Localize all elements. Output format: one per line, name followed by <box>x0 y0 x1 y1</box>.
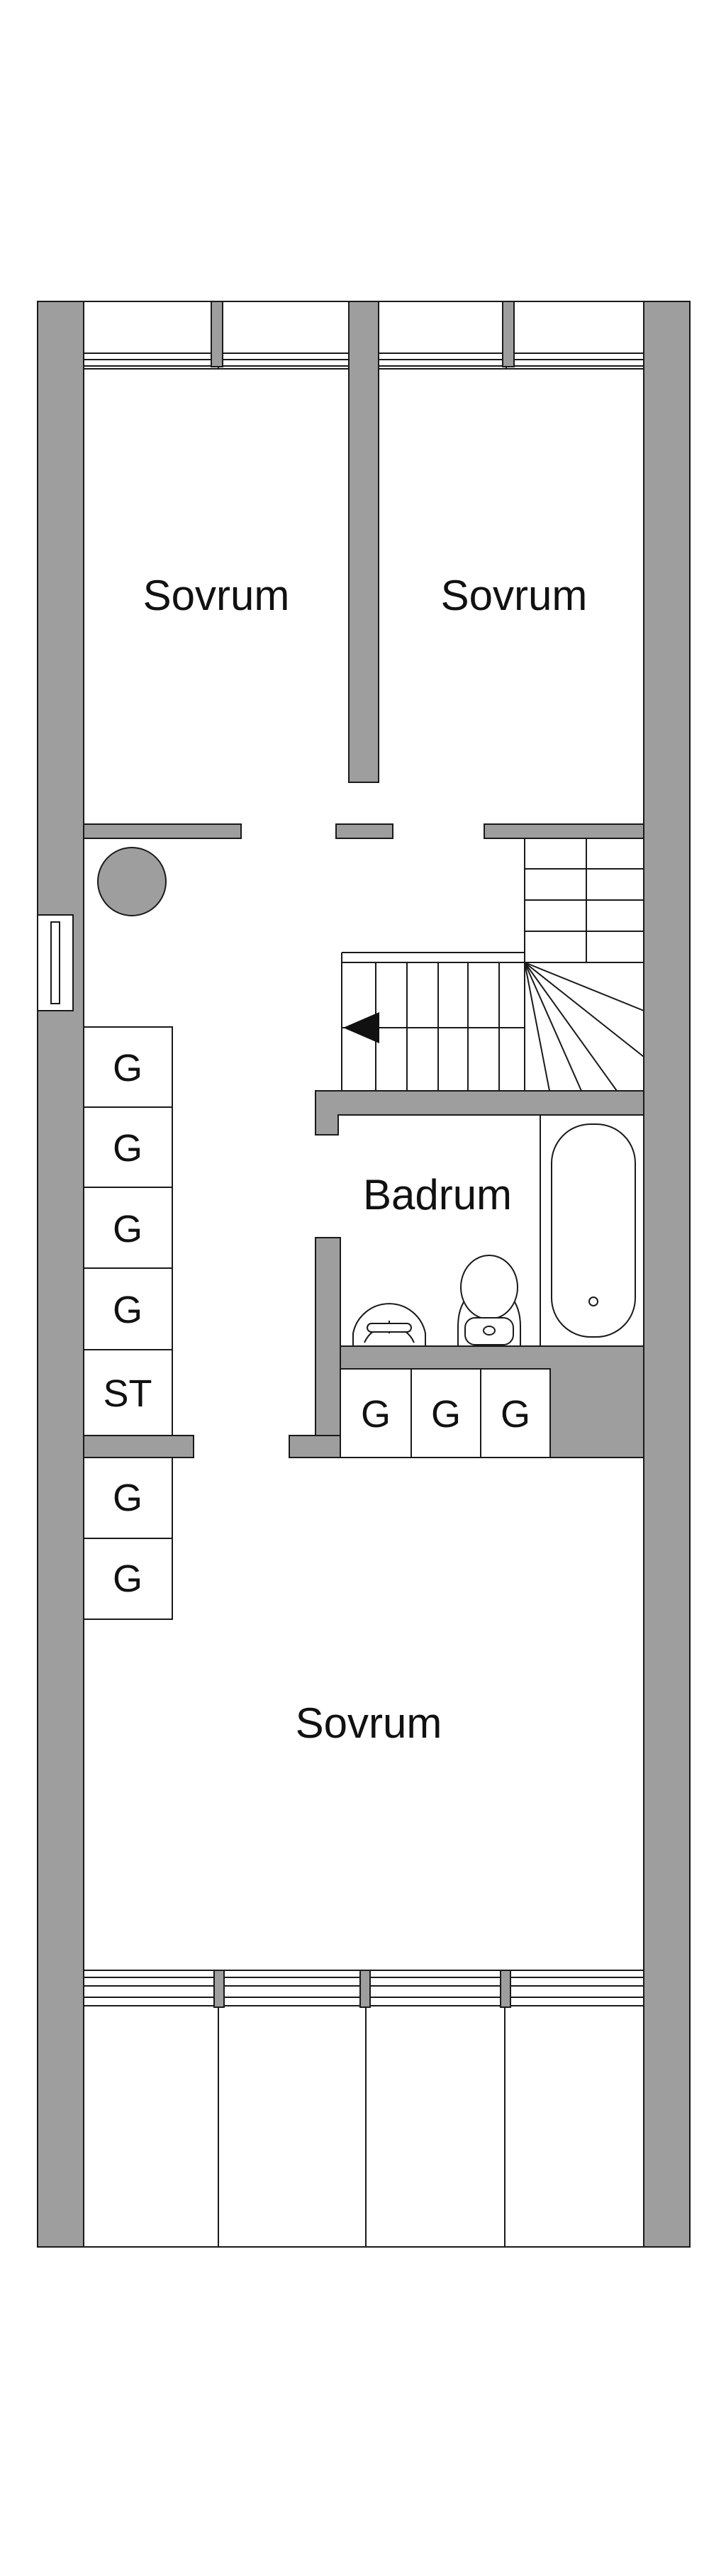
closet-label: G <box>501 1393 530 1436</box>
closets-bath <box>340 1368 551 1458</box>
west-window <box>37 914 74 1011</box>
west-stub-lower <box>83 1435 194 1458</box>
bath-west-wall <box>315 1237 341 1442</box>
closet-label: G <box>113 1289 143 1331</box>
window-south-4 <box>504 1970 644 2248</box>
bedroom-divider-wall <box>348 301 379 783</box>
closet-label: G <box>431 1393 461 1436</box>
window-south-1 <box>83 1970 219 2248</box>
closet-labels: G G G G ST G G G G G <box>103 1047 530 1600</box>
north-window-posts <box>211 301 515 367</box>
room-labels: Sovrum Sovrum Badrum Sovrum <box>143 572 588 1747</box>
window-south-2 <box>218 1970 367 2248</box>
closets-west <box>83 1026 173 1436</box>
closets-southwest <box>83 1457 173 1620</box>
wall-stub-east <box>484 823 644 839</box>
room-label-bedroom-1: Sovrum <box>143 572 290 619</box>
closet-label: G <box>113 1208 143 1250</box>
stair-landing-wall <box>315 1090 644 1136</box>
room-label-bedroom-3: Sovrum <box>296 1699 442 1747</box>
wall-stub-center <box>335 823 393 839</box>
walls <box>37 301 691 2248</box>
closet-label: G <box>361 1393 391 1436</box>
south-windows <box>83 1970 644 2248</box>
stair-direction-arrow <box>343 1012 379 1043</box>
storage-label: ST <box>103 1372 152 1415</box>
bathroom-fixtures <box>352 1114 644 1347</box>
room-label-bedroom-2: Sovrum <box>441 572 588 619</box>
room-label-bathroom: Badrum <box>363 1171 512 1218</box>
staircase <box>341 838 644 1092</box>
closet-label: G <box>113 1047 143 1089</box>
closet-label: G <box>113 1558 143 1600</box>
west-outer-wall <box>37 301 84 2248</box>
south-window-posts <box>213 1970 511 2008</box>
closet-label: G <box>113 1127 143 1170</box>
east-stub-lower <box>289 1435 341 1458</box>
window-south-3 <box>365 1970 506 2248</box>
chimney-duct <box>97 847 167 916</box>
closet-label: G <box>113 1477 143 1519</box>
wall-stub-west <box>83 823 242 839</box>
east-outer-wall <box>643 301 691 2248</box>
